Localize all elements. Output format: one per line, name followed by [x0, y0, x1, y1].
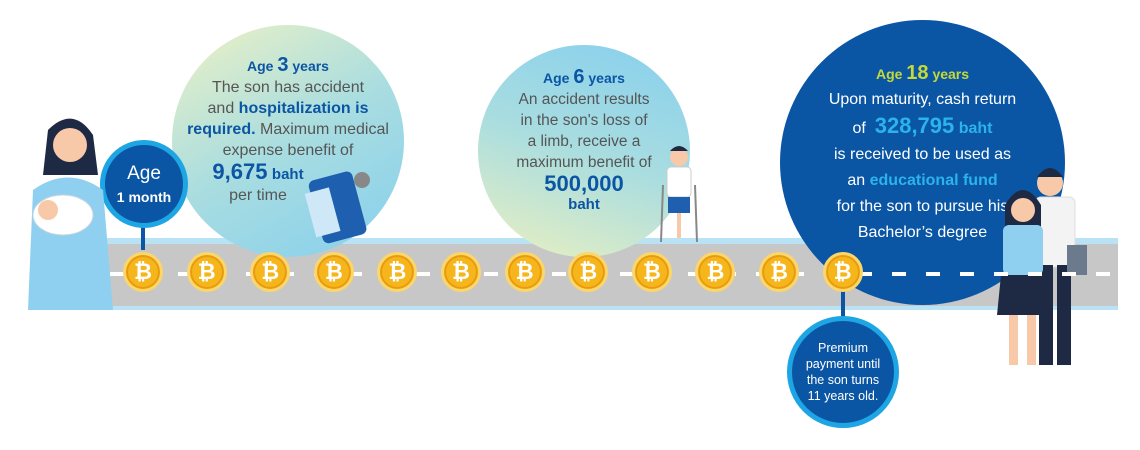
broken-car-illustration	[304, 171, 370, 244]
mother-with-baby-illustration	[28, 118, 113, 310]
road-dash	[110, 272, 124, 276]
age-18-text: is received to be used as	[834, 146, 1011, 163]
age-6-text: a limb, receive a	[527, 133, 641, 150]
boy-with-crutches-illustration	[660, 146, 698, 243]
road-dash	[994, 272, 1008, 276]
premium-text: payment until	[805, 357, 881, 371]
coin-icon: ₿	[822, 252, 863, 292]
age-6-unit: baht	[568, 196, 600, 213]
road-dash	[858, 272, 872, 276]
age-18-text: an educational fund	[847, 172, 998, 189]
premium-text: Premium	[817, 341, 868, 355]
road-dash	[620, 272, 634, 276]
coin-icon: ₿	[313, 252, 354, 292]
graduates-couple-illustration	[997, 168, 1087, 365]
road-dash	[484, 272, 498, 276]
age-6-amount: 500,000	[544, 171, 624, 196]
road-dash	[960, 272, 974, 276]
premium-marker: Premium payment until the son turns 11 y…	[787, 316, 899, 428]
marker-stem	[841, 290, 845, 320]
marker-stem	[141, 225, 145, 250]
road-dash	[416, 272, 430, 276]
coin-icon: ₿	[186, 252, 227, 292]
age-6-bubble: Age 6 years An accident results in the s…	[478, 45, 690, 257]
age-value: 1 month	[116, 189, 172, 205]
coin-icon: ₿	[377, 252, 418, 292]
road-dash	[178, 272, 192, 276]
age-18-text: Bachelor’s degree	[857, 224, 988, 241]
road-dash	[552, 272, 566, 276]
age-18-text: for the son to pursue his	[836, 198, 1009, 215]
road-dash	[1028, 272, 1042, 276]
coin-icon: ₿	[759, 252, 799, 292]
road-dash	[688, 272, 702, 276]
coin-icon: ₿	[123, 252, 163, 292]
age-3-bubble: Age 3 years The son has accident and hos…	[172, 25, 404, 257]
premium-text: the son turns	[806, 373, 880, 387]
road-dash	[892, 272, 906, 276]
age-3-amount: 9,675 baht	[212, 159, 304, 184]
coin-icon: ₿	[568, 252, 609, 292]
age-3-text: per time	[229, 187, 287, 204]
age-3-text: The son has accident	[211, 79, 365, 96]
age-3-text: required. Maximum medical	[187, 121, 389, 138]
age-18-text: Upon maturity, cash return	[828, 91, 1017, 108]
age-18-amount: of 328,795 baht	[852, 113, 993, 138]
age-3-text: expense benefit of	[222, 142, 354, 159]
coin-icon: ₿	[695, 252, 736, 292]
age-18-label: Age 18 years	[875, 62, 970, 84]
age-label: Age	[127, 163, 161, 184]
coin-icon: ₿	[250, 252, 291, 292]
road-dash	[1062, 272, 1076, 276]
age-6-text: maximum benefit of	[516, 154, 652, 171]
road-dash	[348, 272, 362, 276]
coin-icon: ₿	[631, 252, 672, 292]
age-3-text: and hospitalization is	[207, 100, 369, 117]
age-6-label: Age 6 years	[543, 66, 625, 88]
age-1-month-marker: Age 1 month	[100, 140, 188, 228]
age-6-text: An accident results	[518, 91, 650, 108]
road-dash	[926, 272, 940, 276]
road-dash	[1096, 272, 1110, 276]
age-6-text: in the son's loss of	[520, 112, 648, 129]
age-3-label: Age 3 years	[247, 54, 329, 76]
coin-icon: ₿	[441, 252, 481, 292]
premium-text: 11 years old.	[807, 389, 879, 403]
coin-icon: ₿	[504, 252, 545, 292]
